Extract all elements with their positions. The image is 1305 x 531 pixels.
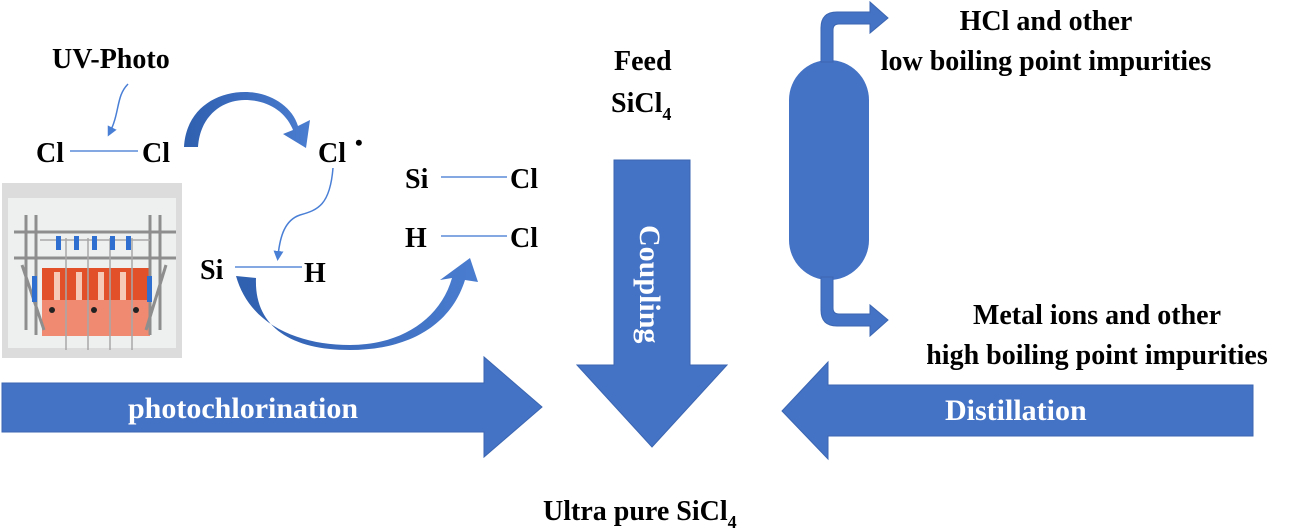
feed-formula-base: SiCl (611, 88, 663, 119)
product-label-subscript: 4 (728, 512, 737, 531)
photochlorination-arrow-label: photochlorination (128, 392, 358, 425)
bottom-output-line1: Metal ions and other (973, 300, 1221, 331)
coupling-arrow-icon (575, 159, 729, 448)
product-label: Ultra pure SiCl4 (543, 496, 737, 531)
radical-attack-arrow-icon (273, 167, 334, 261)
reactor-photo (2, 183, 182, 358)
si-cl-atom-2: Cl (510, 164, 538, 195)
photochlorination-arrow-icon (1, 355, 543, 459)
cl2-atom-2: Cl (142, 138, 170, 169)
uv-photo-label: UV-Photo (52, 44, 170, 75)
si-h-atom-1: Si (200, 255, 224, 286)
h-cl-atom-2: Cl (510, 223, 538, 254)
homolysis-curved-arrow-icon (184, 92, 310, 148)
radical-dot: • (355, 130, 363, 155)
top-output-line1: HCl and other (960, 6, 1133, 37)
distillation-arrow-label: Distillation (945, 394, 1087, 427)
abstraction-curved-arrow-icon (236, 258, 478, 350)
feed-label: Feed (614, 46, 672, 77)
h-cl-atom-1: H (405, 223, 427, 254)
bottom-output-line2: high boiling point impurities (926, 340, 1268, 371)
product-label-base: Ultra pure SiCl (543, 496, 728, 527)
si-h-atom-2: H (304, 258, 326, 289)
distillation-column-icon (789, 0, 889, 338)
si-cl-atom-1: Si (405, 164, 429, 195)
feed-formula: SiCl4 (611, 88, 671, 124)
distillation-arrow-icon (781, 360, 1254, 461)
cl-radical-atom: Cl (318, 138, 346, 169)
feed-formula-subscript: 4 (662, 104, 671, 124)
top-output-line2: low boiling point impurities (881, 46, 1212, 77)
cl2-atom-1: Cl (36, 138, 64, 169)
uv-arrow-icon (107, 83, 129, 137)
coupling-arrow-label: Coupling (633, 225, 666, 343)
